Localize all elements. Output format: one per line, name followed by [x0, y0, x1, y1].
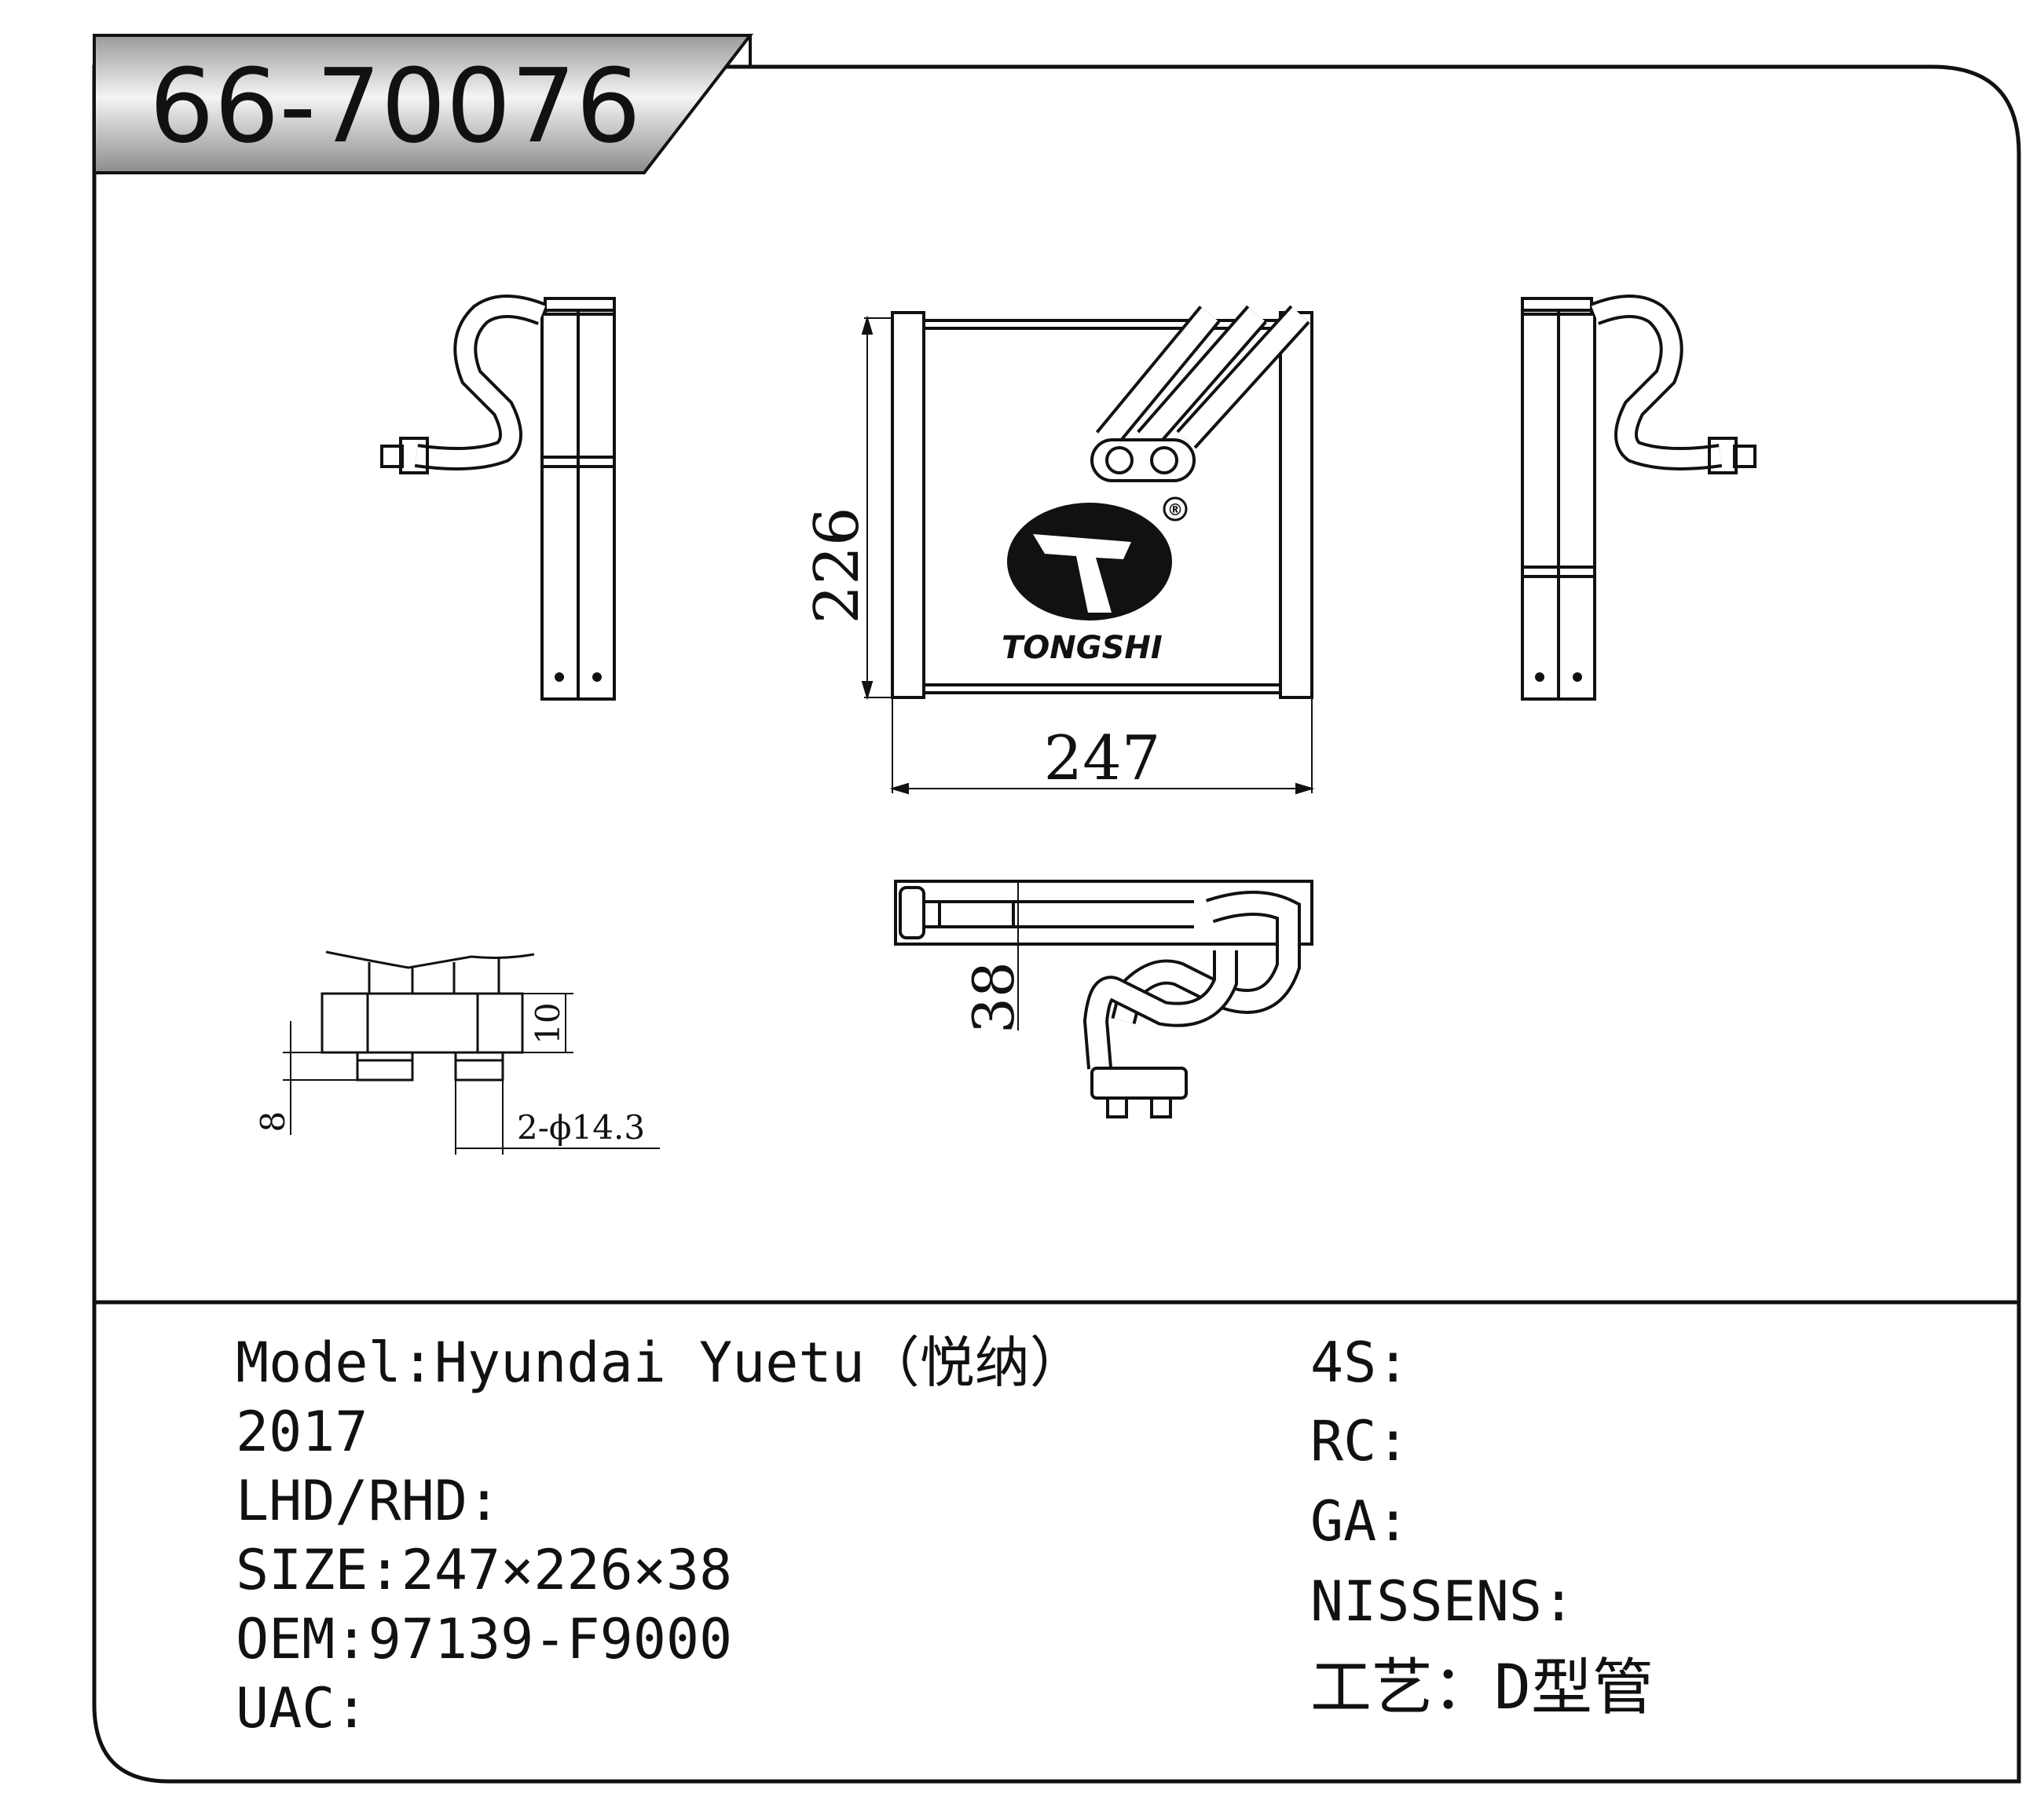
front-view [891, 305, 1313, 699]
height-label: 226 [802, 507, 873, 624]
height-dimension [861, 315, 892, 701]
spec-year: 2017 [236, 1400, 368, 1464]
title-tab: 66-70076 [93, 34, 754, 174]
part-number: 66-70076 [149, 46, 641, 166]
spec-4s: 4S: [1310, 1331, 1410, 1395]
brand-name: TONGSHI [1002, 630, 1163, 666]
spec-size: SIZE:247×226×38 [236, 1538, 733, 1602]
front-pipes [1095, 305, 1310, 449]
width-label: 247 [1044, 723, 1161, 794]
spec-uac: UAC: [236, 1676, 368, 1741]
spec-nissens: NISSENS: [1310, 1569, 1576, 1634]
side-view-left [380, 295, 616, 701]
flange-height-label: 10 [529, 1002, 567, 1044]
spec-drive-side: LHD/RHD: [236, 1469, 501, 1533]
spec-oem: OEM:97139-F9000 [236, 1607, 733, 1671]
top-view [894, 880, 1313, 1118]
spec-rc: RC: [1310, 1409, 1410, 1473]
brand-logo: ® TONGSHI [1002, 496, 1188, 666]
outer-frame [92, 64, 2021, 1784]
spec-model: Model:Hyundai Yuetu（悦纳） [236, 1331, 1085, 1395]
spec-process: 工艺：D型管 [1310, 1653, 1654, 1723]
registered-mark: ® [1167, 500, 1183, 519]
side-view-right [1521, 295, 1756, 701]
depth-label: 38 [961, 961, 1027, 1034]
pipe-spec-label: 2-ϕ14.3 [517, 1108, 645, 1147]
flange-detail [283, 950, 660, 1155]
spec-ga: GA: [1310, 1489, 1410, 1554]
width-dimension [889, 697, 1315, 795]
pipe-offset-label: 8 [254, 1111, 292, 1133]
